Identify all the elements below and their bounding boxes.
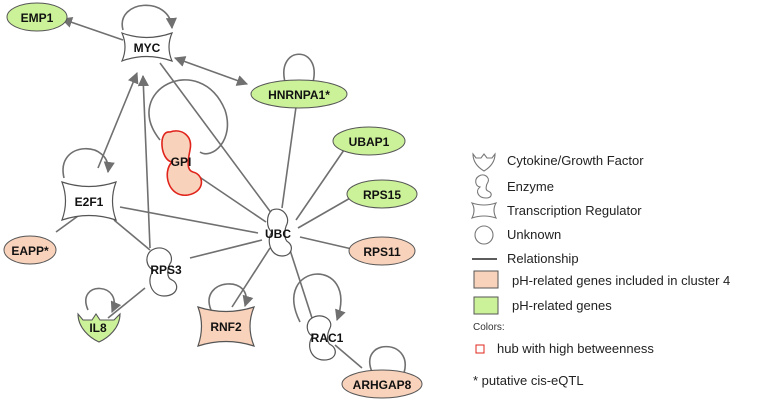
- node-gpi-label: GPI: [171, 155, 192, 169]
- node-rps15[interactable]: RPS15: [346, 179, 418, 209]
- node-rnf2[interactable]: RNF2: [197, 306, 256, 347]
- node-rnf2-label: RNF2: [210, 320, 242, 334]
- edge-myc-hnrnpa1: [173, 56, 249, 86]
- edge-rps3-myc: [137, 74, 151, 249]
- loop-il8: [85, 287, 122, 314]
- edge-rac1-arhgap8: [334, 344, 363, 369]
- node-il8[interactable]: IL8: [77, 312, 121, 343]
- node-hnrnpa1-shape: [250, 79, 348, 109]
- enzyme-icon: [266, 208, 292, 257]
- node-eapp[interactable]: EAPP*: [3, 235, 57, 265]
- transcription-regulator-icon: [197, 306, 256, 347]
- legend-relationship-label: Relationship: [507, 251, 579, 266]
- edges: [55, 4, 406, 374]
- cluster4-swatch: [473, 270, 499, 289]
- edge-rps3-ubc: [189, 239, 263, 259]
- node-rac1[interactable]: RAC1: [306, 315, 344, 361]
- node-ubc-label: UBC: [265, 227, 291, 241]
- edge-rnf2-ubc: [231, 247, 271, 308]
- edge-e2f1-ubc: [119, 206, 259, 234]
- ph-genes-swatch: [473, 296, 499, 315]
- enzyme-icon: [306, 315, 336, 361]
- edge-ubc-rps11: [299, 236, 353, 250]
- cytokine-icon: [77, 312, 121, 343]
- node-rps11[interactable]: RPS11: [348, 236, 416, 266]
- edge-rac1-ubc: [289, 249, 313, 319]
- edge-gpi-ubc: [197, 175, 267, 223]
- node-e2f1[interactable]: E2F1: [61, 181, 117, 221]
- node-rac1-label: RAC1: [311, 331, 344, 345]
- node-rps3[interactable]: RPS3: [146, 247, 182, 297]
- node-il8-label: IL8: [89, 321, 107, 335]
- node-myc[interactable]: MYC: [120, 31, 174, 63]
- edge-myc-emp1: [60, 16, 124, 41]
- enzyme-icon: [475, 174, 492, 199]
- loop-gpi: [148, 79, 229, 155]
- enzyme-icon: [161, 130, 203, 196]
- node-arhgap8-shape: [341, 369, 423, 399]
- legend-glyphs: [470, 152, 499, 354]
- edge-rps15-ubc: [297, 196, 353, 229]
- legend-cytokine-label: Cytokine/Growth Factor: [507, 153, 644, 168]
- edge-ubap1-ubc: [295, 149, 345, 221]
- node-ubc[interactable]: UBC: [265, 208, 292, 257]
- node-e2f1-label: E2F1: [75, 195, 104, 209]
- legend-enzyme-label: Enzyme: [507, 179, 554, 194]
- node-rps11-shape: [348, 236, 416, 266]
- legend-colors-heading: Colors:: [473, 322, 505, 333]
- hub-swatch: [475, 344, 485, 354]
- legend-unknown-label: Unknown: [507, 227, 562, 242]
- transcription-regulator-icon: [61, 181, 117, 221]
- legend-hub-label: hub with high betweenness: [497, 341, 654, 356]
- edge-e2f1-myc: [97, 71, 139, 169]
- node-emp1-shape: [6, 2, 68, 32]
- legend-ph-genes-label: pH-related genes: [512, 298, 612, 313]
- node-rps11-label: RPS11: [363, 245, 401, 259]
- node-eapp-shape: [3, 235, 57, 265]
- edge-e2f1-rps3: [113, 219, 151, 251]
- node-myc-label: MYC: [134, 41, 161, 55]
- node-hnrnpa1-label: HNRNPA1*: [268, 88, 330, 102]
- unknown-circle-icon: [474, 225, 494, 245]
- node-rps15-label: RPS15: [363, 188, 401, 202]
- node-ubap1-label: UBAP1: [349, 135, 390, 149]
- node-rps15-shape: [346, 179, 418, 209]
- transcription-regulator-icon: [120, 31, 174, 63]
- node-eapp-label: EAPP*: [11, 244, 49, 258]
- node-arhgap8[interactable]: ARHGAP8: [341, 369, 423, 399]
- legend-transcription-label: Transcription Regulator: [507, 203, 642, 218]
- loop-myc: [121, 4, 177, 31]
- node-emp1[interactable]: EMP1: [6, 2, 68, 32]
- loop-e2f1: [62, 147, 115, 179]
- node-gpi[interactable]: GPI: [161, 130, 203, 196]
- edge-myc-ubc: [159, 62, 276, 219]
- loop-rnf2: [208, 283, 254, 311]
- node-ubap1-shape: [332, 126, 406, 156]
- edge-hnrnpa1-ubc: [281, 106, 297, 209]
- legend-footnote: * putative cis-eQTL: [473, 373, 584, 388]
- enzyme-icon: [146, 247, 178, 297]
- cytokine-icon: [472, 152, 496, 172]
- legend-cluster4-label: pH-related genes included in cluster 4: [512, 273, 731, 288]
- loop-arhgap8: [369, 345, 406, 374]
- node-hnrnpa1[interactable]: HNRNPA1*: [250, 79, 348, 109]
- node-arhgap8-label: ARHGAP8: [353, 378, 412, 392]
- node-emp1-label: EMP1: [21, 11, 54, 25]
- edge-eapp-e2f1: [55, 215, 79, 233]
- transcription-regulator-icon: [470, 202, 498, 219]
- node-ubap1[interactable]: UBAP1: [332, 126, 406, 156]
- loop-hnrnpa1: [283, 53, 315, 83]
- loop-rac1: [293, 273, 346, 323]
- node-rps3-label: RPS3: [150, 263, 182, 277]
